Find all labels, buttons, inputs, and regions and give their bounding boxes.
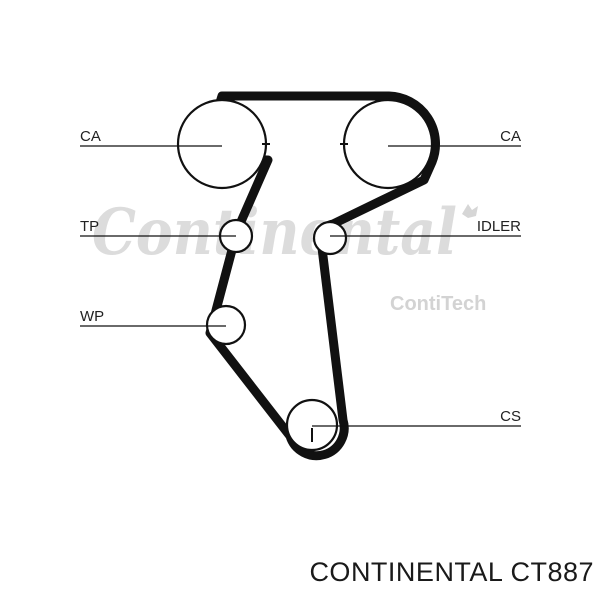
- label-ca-right: CA: [500, 128, 521, 145]
- part-caption: CONTINENTAL CT887: [309, 557, 594, 587]
- watermark-brand: Continental: [92, 195, 457, 270]
- water-pump-pulley: [205, 304, 247, 346]
- label-wp: WP: [80, 308, 104, 325]
- idler-pulley: [312, 220, 348, 256]
- watermark-sub-brand: ContiTech: [390, 293, 486, 315]
- camshaft-pulley-left: [176, 98, 270, 190]
- label-tp: TP: [80, 218, 99, 235]
- label-idler: IDLER: [477, 218, 521, 235]
- label-ca-left: CA: [80, 128, 101, 145]
- label-cs: CS: [500, 408, 521, 425]
- crankshaft-pulley: [285, 398, 339, 452]
- camshaft-pulley-right: [340, 98, 434, 190]
- horse-icon: [462, 204, 478, 218]
